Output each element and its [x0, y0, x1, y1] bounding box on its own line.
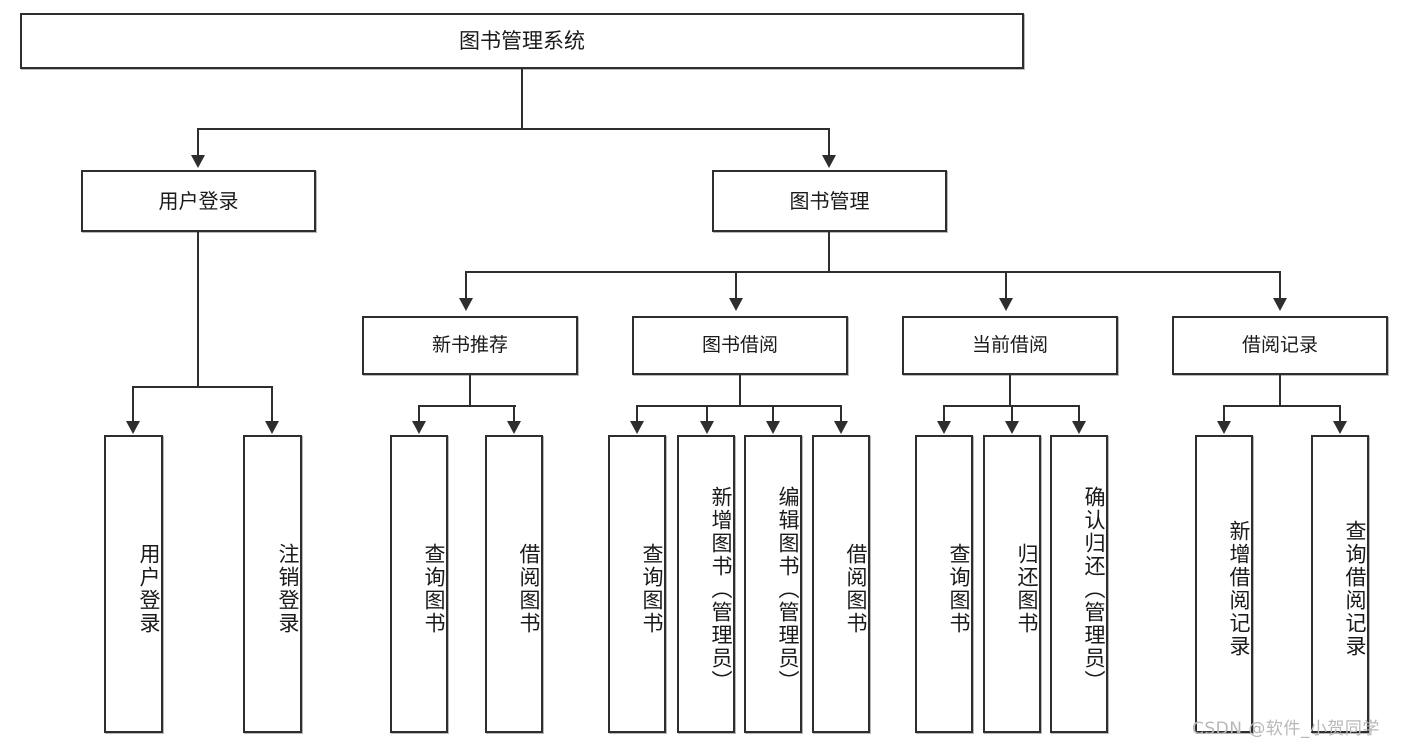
connector-cb-leaf-1 — [943, 405, 945, 422]
connector-book-borrow-stem — [739, 375, 741, 406]
node-label: 新书推荐 — [431, 333, 508, 356]
connector-new-book-leaf-2 — [513, 405, 515, 422]
arrowhead-bb-leaf-2 — [700, 421, 714, 434]
connector-new-book-leaf-1 — [418, 405, 420, 422]
node-label: 借阅记录 — [1241, 333, 1318, 356]
node-label: 图书借阅 — [701, 333, 778, 356]
connector-root-stem — [521, 69, 523, 129]
node-user-login[interactable]: 用户登录 — [81, 170, 316, 232]
connector-br-leaf-2 — [1339, 405, 1341, 422]
arrowhead-user-login — [191, 155, 205, 168]
connector-to-borrow-record — [1279, 271, 1281, 299]
leaf-query-borrow-record[interactable]: 查询借阅记录 — [1311, 435, 1369, 733]
connector-root-bus — [197, 128, 829, 130]
leaf-borrow-book[interactable]: 借阅图书 — [812, 435, 870, 733]
arrowhead-cb-leaf-2 — [1005, 421, 1019, 434]
node-root-library-system[interactable]: 图书管理系统 — [20, 13, 1024, 69]
arrowhead-bb-leaf-4 — [834, 421, 848, 434]
node-label: 确认归还（管理员） — [1082, 485, 1106, 693]
node-label: 查询借阅记录 — [1343, 520, 1367, 658]
connector-user-login-stem — [197, 232, 199, 387]
node-book-borrow[interactable]: 图书借阅 — [632, 316, 848, 375]
connector-root-to-book-manage — [828, 128, 830, 156]
connector-to-book-borrow — [735, 271, 737, 299]
connector-user-login-to-leaf-1 — [132, 386, 134, 422]
node-book-management[interactable]: 图书管理 — [712, 170, 947, 232]
connector-bb-leaf-3 — [772, 405, 774, 422]
node-label: 新增图书（管理员） — [709, 485, 733, 693]
node-label: 新增借阅记录 — [1227, 520, 1251, 658]
watermark-csdn: CSDN @软件_小贺同学 — [1192, 719, 1380, 739]
connector-bb-leaf-2 — [706, 405, 708, 422]
leaf-add-book-admin[interactable]: 新增图书（管理员） — [677, 435, 735, 733]
connector-user-login-bus — [132, 386, 272, 388]
arrowhead-cb-leaf-1 — [937, 421, 951, 434]
leaf-logout[interactable]: 注销登录 — [243, 435, 302, 733]
leaf-return-book[interactable]: 归还图书 — [983, 435, 1041, 733]
arrowhead-br-leaf-2 — [1333, 421, 1347, 434]
leaf-edit-book-admin[interactable]: 编辑图书（管理员） — [744, 435, 802, 733]
connector-to-new-book — [465, 271, 467, 299]
connector-borrow-record-bus — [1223, 405, 1340, 407]
connector-current-borrow-stem — [1009, 375, 1011, 406]
arrowhead-br-leaf-1 — [1217, 421, 1231, 434]
node-label: 查询图书 — [947, 543, 971, 635]
arrowhead-bb-leaf-3 — [766, 421, 780, 434]
arrowhead-bb-leaf-1 — [630, 421, 644, 434]
leaf-query-book-borrow[interactable]: 查询图书 — [608, 435, 666, 733]
arrowhead-leaf-user-login — [126, 421, 140, 434]
arrowhead-current-borrow — [999, 298, 1013, 311]
arrowhead-book-manage — [822, 155, 836, 168]
connector-bb-leaf-1 — [636, 405, 638, 422]
connector-borrow-record-stem — [1279, 375, 1281, 406]
node-label: 查询图书 — [640, 543, 664, 635]
connector-root-to-user-login — [197, 128, 199, 156]
connector-new-book-stem — [469, 375, 471, 406]
node-label: 用户登录 — [137, 543, 161, 635]
node-label: 借阅图书 — [517, 543, 541, 635]
node-current-borrow[interactable]: 当前借阅 — [902, 316, 1118, 375]
node-label: 编辑图书（管理员） — [776, 485, 800, 693]
node-label: 图书管理系统 — [459, 28, 585, 53]
arrowhead-nb-leaf-2 — [507, 421, 521, 434]
connector-new-book-bus — [418, 405, 516, 407]
connector-cb-leaf-2 — [1011, 405, 1013, 422]
arrowhead-leaf-logout — [265, 421, 279, 434]
connector-user-login-to-leaf-2 — [271, 386, 273, 422]
connector-bb-leaf-4 — [840, 405, 842, 422]
connector-book-manage-stem — [828, 232, 830, 272]
leaf-query-book-recommend[interactable]: 查询图书 — [390, 435, 448, 733]
node-label: 用户登录 — [158, 188, 239, 213]
connector-to-current-borrow — [1005, 271, 1007, 299]
arrowhead-cb-leaf-3 — [1072, 421, 1086, 434]
connector-cb-leaf-3 — [1078, 405, 1080, 422]
leaf-confirm-return-admin[interactable]: 确认归还（管理员） — [1050, 435, 1108, 733]
node-label: 图书管理 — [789, 188, 870, 213]
arrowhead-new-book-recommend — [459, 298, 473, 311]
node-label: 查询图书 — [422, 543, 446, 635]
node-label: 归还图书 — [1015, 543, 1039, 635]
arrowhead-borrow-record — [1273, 298, 1287, 311]
node-label: 注销登录 — [276, 543, 300, 635]
node-new-book-recommend[interactable]: 新书推荐 — [362, 316, 578, 375]
arrowhead-nb-leaf-1 — [412, 421, 426, 434]
node-borrow-record[interactable]: 借阅记录 — [1172, 316, 1388, 375]
node-label: 借阅图书 — [844, 543, 868, 635]
leaf-query-book-current[interactable]: 查询图书 — [915, 435, 973, 733]
connector-book-manage-bus — [465, 271, 1280, 273]
arrowhead-book-borrow — [729, 298, 743, 311]
leaf-add-borrow-record[interactable]: 新增借阅记录 — [1195, 435, 1253, 733]
leaf-borrow-book-recommend[interactable]: 借阅图书 — [485, 435, 543, 733]
connector-book-borrow-bus — [636, 405, 841, 407]
leaf-user-login[interactable]: 用户登录 — [104, 435, 163, 733]
node-label: 当前借阅 — [971, 333, 1048, 356]
connector-br-leaf-1 — [1223, 405, 1225, 422]
